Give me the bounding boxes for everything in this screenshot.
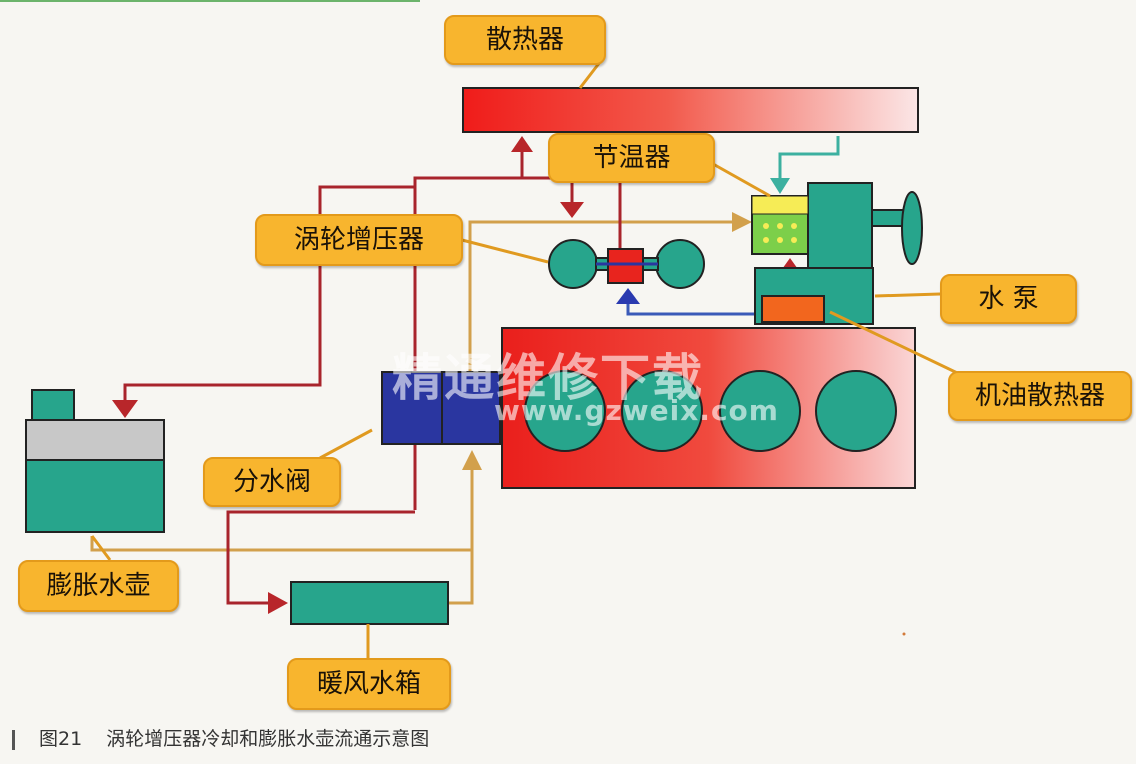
arrow-down-thermostat — [770, 178, 790, 194]
cylinder-4 — [815, 370, 897, 452]
arrow-up-turbo — [616, 288, 640, 304]
arrow-down-turbo — [560, 202, 584, 218]
caption-bar — [12, 729, 15, 750]
turbocharger — [548, 239, 705, 289]
radiator-label-pointer — [578, 61, 602, 89]
thermostat-label-pointer — [705, 158, 771, 198]
valve-label-pointer — [319, 428, 373, 460]
label-split-valve: 分水阀 — [203, 457, 341, 507]
pipe-valve-to-tank — [123, 185, 415, 400]
pipe-tank-to-valve — [90, 536, 472, 552]
cylinder-2 — [621, 370, 703, 452]
watermark-url: www.gzweix.com — [494, 394, 779, 427]
turbo-center-housing — [607, 248, 644, 284]
label-turbocharger: 涡轮增压器 — [255, 214, 463, 266]
pump-label-pointer — [874, 292, 941, 298]
pump-pulley — [901, 191, 923, 265]
pipe-heater-return — [448, 470, 474, 605]
heater-core — [290, 581, 449, 625]
label-water-pump: 水 泵 — [940, 274, 1077, 324]
label-radiator: 散热器 — [444, 15, 606, 65]
arrow-down-tank — [112, 400, 138, 418]
label-oil-cooler: 机油散热器 — [948, 371, 1132, 421]
arrow-right-thermostat — [732, 212, 752, 232]
oil-cooler — [761, 295, 825, 323]
figure-caption: 图21 涡轮增压器冷却和膨胀水壶流通示意图 — [12, 724, 429, 751]
caption-text: 涡轮增压器冷却和膨胀水壶流通示意图 — [106, 728, 430, 750]
water-pump-assembly — [751, 182, 923, 325]
tan-pipes — [90, 220, 735, 605]
arrow-up-radiator — [511, 136, 533, 152]
cylinder-3 — [719, 370, 801, 452]
label-expansion-tank: 膨胀水壶 — [18, 560, 179, 612]
split-valve-right — [441, 371, 501, 445]
arrow-up-valve — [462, 450, 482, 470]
radiator-core — [462, 87, 919, 133]
caption-figure-no: 图21 — [39, 728, 83, 750]
label-thermostat: 节温器 — [548, 133, 715, 183]
label-heater-core: 暖风水箱 — [287, 658, 451, 710]
watermark-main: 精通维修下载 — [392, 349, 704, 407]
tank-air-space — [25, 419, 165, 461]
cylinder-1 — [524, 370, 606, 452]
oilcooler-label-pointer — [829, 310, 973, 382]
tank-label-pointer — [90, 535, 112, 561]
pipe-radiator-return — [778, 136, 840, 180]
pipe-blue — [626, 300, 760, 316]
pipe-to-thermostat — [468, 220, 735, 372]
turbo-label-pointer — [461, 238, 549, 264]
arrow-right-heater — [268, 592, 288, 614]
pipe-to-heater — [226, 510, 415, 605]
speck — [902, 632, 906, 636]
split-valve-left — [381, 371, 443, 445]
tank-cap — [31, 389, 75, 421]
